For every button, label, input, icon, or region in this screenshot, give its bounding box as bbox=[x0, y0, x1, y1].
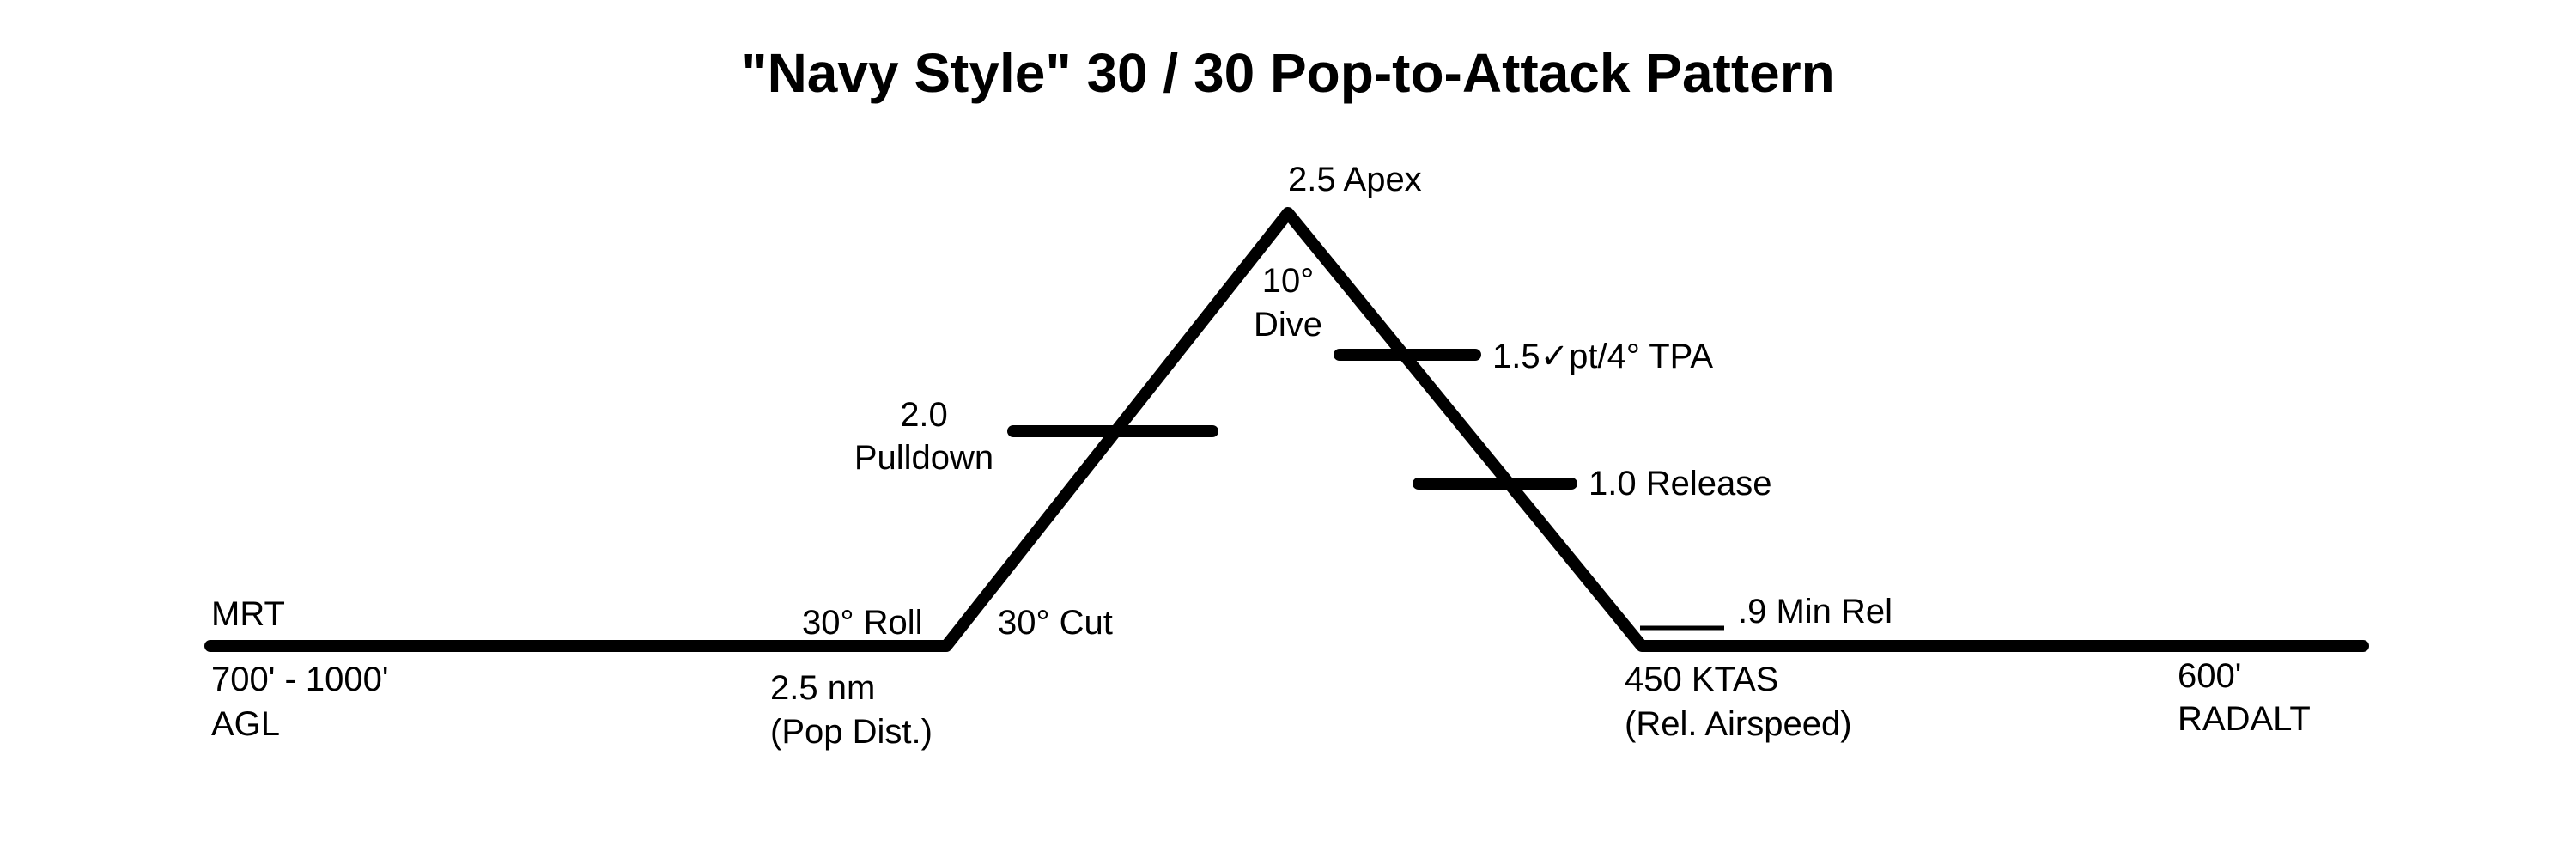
label-ingress-altitude-2: AGL bbox=[211, 705, 281, 743]
label-ingress-altitude-1: 700' - 1000' bbox=[211, 661, 389, 698]
label-pulldown-1: 2.0 bbox=[900, 396, 948, 434]
label-release-airspeed-2: (Rel. Airspeed) bbox=[1625, 705, 1852, 743]
label-egress-altitude-2: RADALT bbox=[2178, 700, 2311, 738]
label-dive-2: Dive bbox=[1253, 306, 1323, 344]
label-min-release: .9 Min Rel bbox=[1738, 593, 1893, 631]
label-dive-1: 10° bbox=[1261, 262, 1315, 300]
label-tpa: 1.5✓pt/4° TPA bbox=[1492, 338, 1714, 375]
label-apex: 2.5 Apex bbox=[1288, 161, 1422, 198]
flight-path bbox=[204, 207, 2369, 652]
diagram-title: "Navy Style" 30 / 30 Pop-to-Attack Patte… bbox=[741, 42, 1835, 104]
label-cut: 30° Cut bbox=[998, 604, 1113, 642]
label-release-airspeed-1: 450 KTAS bbox=[1625, 661, 1779, 698]
label-pulldown-2: Pulldown bbox=[854, 439, 994, 477]
label-release: 1.0 Release bbox=[1589, 465, 1772, 503]
label-pop-distance-1: 2.5 nm bbox=[770, 669, 876, 707]
label-egress-altitude-1: 600' bbox=[2178, 657, 2242, 695]
label-mrt: MRT bbox=[211, 595, 285, 633]
label-pop-distance-2: (Pop Dist.) bbox=[770, 713, 933, 751]
label-roll: 30° Roll bbox=[802, 604, 923, 642]
